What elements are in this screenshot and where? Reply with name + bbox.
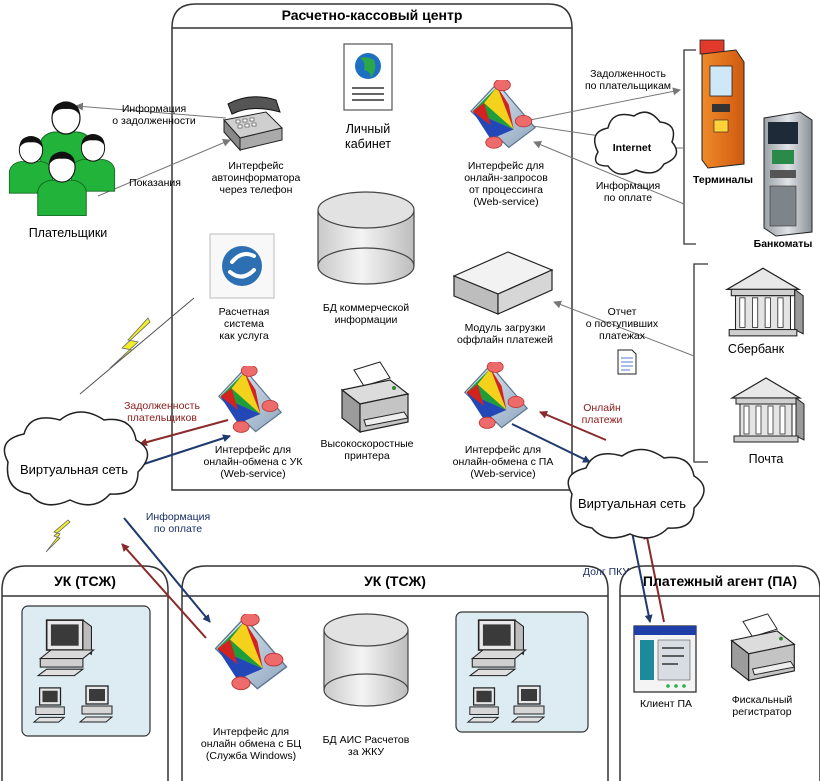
high-speed-printer-icon: [341, 361, 409, 433]
printers-label: Высокоскоростные принтера: [320, 438, 414, 462]
atms-label: Банкоматы: [753, 238, 813, 250]
sberbank-building-icon: [726, 267, 804, 337]
virtual-network-left-label: Виртуальная сеть: [19, 462, 128, 477]
fiscal-registrar-label: Фискальный регистратор: [731, 694, 793, 718]
uk-left-title: УК (ТСЖ): [54, 573, 116, 589]
link-web-internet: [525, 124, 601, 137]
payment-info-right-label: Информация по оплате: [595, 180, 661, 204]
payers-label: Плательщики: [28, 226, 108, 240]
sberbank-label: Сбербанк: [727, 342, 785, 356]
arrow-online-payments: [539, 411, 607, 441]
post-label: Почта: [748, 452, 784, 466]
rkc-title: Расчетно-кассовый центр: [281, 7, 463, 23]
bc-interface-label: Интерфейс для онлайн обмена с БЦ (Служба…: [200, 726, 302, 762]
arrow-debt-to-vnet-left: [139, 419, 229, 447]
pku-debt-flow-label: Долг ПКУ: [582, 566, 630, 578]
commercial-db-cylinder-icon: [317, 191, 415, 285]
arrow-vnet-to-pa-client: [631, 531, 653, 623]
bc-exchange-prism-icon: [214, 614, 288, 691]
arrow-report-to-module: [553, 300, 695, 357]
pa-frame: [619, 565, 820, 781]
arrow-vnet-to-bc-interface: [123, 517, 211, 623]
telephone-icon: [223, 96, 283, 152]
lightning-bolt-lower: [45, 519, 71, 553]
settlement-system-logo-icon: [209, 233, 275, 299]
debt-info-label: Информация о задолженности: [112, 103, 196, 127]
pa-client-label: Клиент ПА: [639, 698, 693, 710]
debt-payers-flow-label: Задолженность плательщиков: [124, 400, 200, 424]
web-request-interface-label: Интерфейс для онлайн-запросов от процесс…: [464, 160, 548, 208]
fiscal-registrar-icon: [731, 613, 795, 681]
report-document-icon: [617, 349, 637, 375]
report-label: Отчет о поступивших платежах: [585, 306, 659, 342]
internet-cloud-icon: [593, 111, 678, 175]
personal-account-label: Личный кабинет: [344, 122, 391, 151]
post-building-icon: [731, 377, 805, 443]
offline-module-box-icon: [452, 251, 554, 315]
debt-by-payers-label: Задолженность по плательщикам: [584, 68, 672, 92]
virtual-network-right-label: Виртуальная сеть: [577, 496, 686, 511]
payment-info-left-flow-label: Информация по оплате: [145, 511, 211, 535]
commercial-db-label: БД коммерческой информации: [322, 302, 410, 326]
virtual-network-right-cloud-icon: [567, 448, 705, 539]
ais-db-label: БД АИС Расчетов за ЖКУ: [322, 734, 410, 758]
link-settlement-lightning: [79, 297, 195, 395]
arrow-readings-to-phone: [97, 139, 231, 197]
payers-group-icon: [8, 101, 116, 216]
pa-client-window-icon: [633, 625, 697, 693]
uk-exchange-interface-label: Интерфейс для онлайн-обмена с УК (Web-se…: [203, 444, 303, 480]
payment-terminal-icon: [699, 39, 745, 169]
readings-label: Показания: [129, 177, 181, 189]
uk-exchange-prism-icon: [218, 366, 282, 433]
settlement-system-label: Расчетная система как услуга: [218, 306, 270, 342]
web-request-prism-icon: [470, 80, 536, 149]
pa-exchange-prism-icon: [464, 362, 528, 429]
rkc-frame: [171, 3, 573, 491]
lightning-bolt-upper: [109, 317, 151, 369]
arrow-bc-to-vnet: [121, 543, 207, 639]
banks-bracket: [693, 263, 708, 463]
internet-label: Internet: [612, 142, 652, 154]
pa-exchange-interface-label: Интерфейс для онлайн-обмена с ПА (Web-se…: [452, 444, 554, 480]
arrow-payment-to-web: [533, 140, 685, 205]
virtual-network-left-cloud-icon: [3, 411, 149, 506]
ais-db-cylinder-icon: [323, 613, 409, 707]
arrow-pa-interface-to-vnet-right: [511, 423, 591, 463]
uk-main-title: УК (ТСЖ): [364, 573, 426, 589]
uk-left-frame: [1, 565, 169, 781]
pa-title: Платежный агент (ПА): [642, 573, 798, 589]
document-globe-icon: [343, 43, 393, 111]
arrow-debt-to-terminals: [529, 87, 681, 121]
arrow-vnet-to-uk-interface: [143, 434, 231, 465]
terminals-label: Терминалы: [692, 174, 754, 186]
arrow-info-to-payers: [75, 102, 227, 119]
phone-interface-label: Интерфейс автоинформатора через телефон: [211, 160, 301, 196]
atm-icon: [763, 111, 813, 237]
terminals-bracket: [683, 49, 696, 245]
offline-module-label: Модуль загрузки оффлайн платежей: [457, 322, 553, 346]
arrow-pa-client-to-vnet: [643, 531, 665, 623]
online-payments-flow-label: Онлайн платежи: [581, 402, 623, 426]
